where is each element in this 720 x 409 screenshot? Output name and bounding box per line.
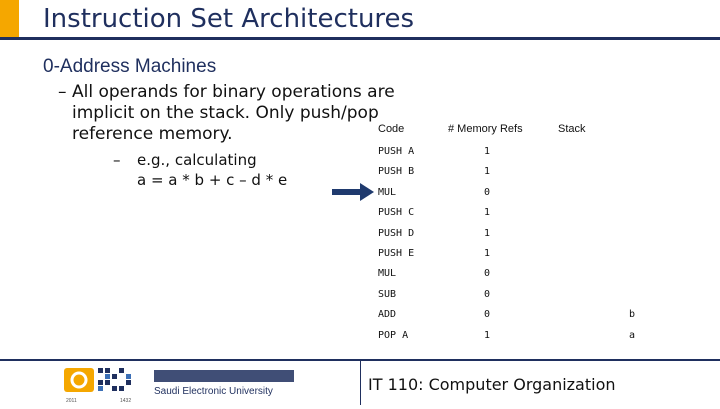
sub-bullet-dash: – bbox=[113, 151, 121, 169]
table-cell-refs: 0 bbox=[484, 309, 491, 321]
accent-corner-bar bbox=[0, 0, 19, 38]
table-cell-refs: 1 bbox=[484, 248, 491, 259]
table-cell-stack: a bbox=[629, 329, 636, 341]
logo-year-left: 2011 bbox=[66, 398, 77, 404]
table-cell-refs: 0 bbox=[484, 288, 491, 300]
slide-title: Instruction Set Architectures bbox=[43, 4, 415, 34]
table-cell-refs: 1 bbox=[484, 227, 491, 239]
table-cell-refs: 0 bbox=[484, 186, 491, 198]
bullet-line-1: All operands for binary operations are bbox=[72, 82, 395, 102]
table-cell-refs: 1 bbox=[484, 207, 491, 219]
sub-bullet-line-2: a = a * b + c – d * e bbox=[137, 171, 288, 189]
main-bullet: – All operands for binary operations are… bbox=[58, 82, 395, 145]
slide-subtitle: 0-Address Machines bbox=[43, 56, 217, 77]
header-code: Code bbox=[378, 123, 405, 135]
bullet-line-2: implicit on the stack. Only push/pop bbox=[72, 103, 379, 123]
table-cell-code: PUSH D bbox=[378, 227, 415, 239]
sub-bullet-line-1: e.g., calculating bbox=[137, 151, 257, 169]
footer-separator bbox=[360, 361, 361, 405]
table-cell-code: ADD bbox=[378, 309, 397, 321]
header-memory-refs: # Memory Refs bbox=[448, 123, 523, 135]
table-cell-code: MUL bbox=[378, 186, 397, 198]
sub-bullet: – e.g., calculating a = a * b + c – d * … bbox=[113, 150, 288, 190]
table-cell-stack: b bbox=[629, 309, 636, 321]
table-cell-refs: 1 bbox=[484, 146, 491, 157]
header-stack: Stack bbox=[558, 123, 586, 135]
logo-year-right: 1432 bbox=[120, 398, 131, 404]
right-arrow-icon bbox=[332, 182, 374, 207]
bullet-line-3: reference memory. bbox=[72, 124, 233, 144]
table-cell-code: PUSH B bbox=[378, 166, 415, 178]
university-logo: Saudi Electronic University 2011 1432 bbox=[62, 364, 302, 404]
table-cell-refs: 1 bbox=[484, 166, 491, 178]
title-underline bbox=[0, 37, 720, 40]
logo-english-text: Saudi Electronic University bbox=[154, 386, 273, 397]
bullet-dash: – bbox=[58, 82, 67, 102]
table-cell-code: POP A bbox=[378, 329, 409, 341]
table-cell-refs: 1 bbox=[484, 329, 491, 341]
table-cell-code: PUSH A bbox=[378, 146, 415, 157]
table-cell-code: SUB bbox=[378, 288, 397, 300]
table-cell-code: MUL bbox=[378, 268, 397, 280]
table-cell-code: PUSH C bbox=[378, 207, 415, 219]
course-title: IT 110: Computer Organization bbox=[368, 375, 616, 394]
table-cell-code: PUSH E bbox=[378, 248, 415, 259]
footer-divider bbox=[0, 359, 720, 361]
table-cell-refs: 0 bbox=[484, 268, 491, 280]
